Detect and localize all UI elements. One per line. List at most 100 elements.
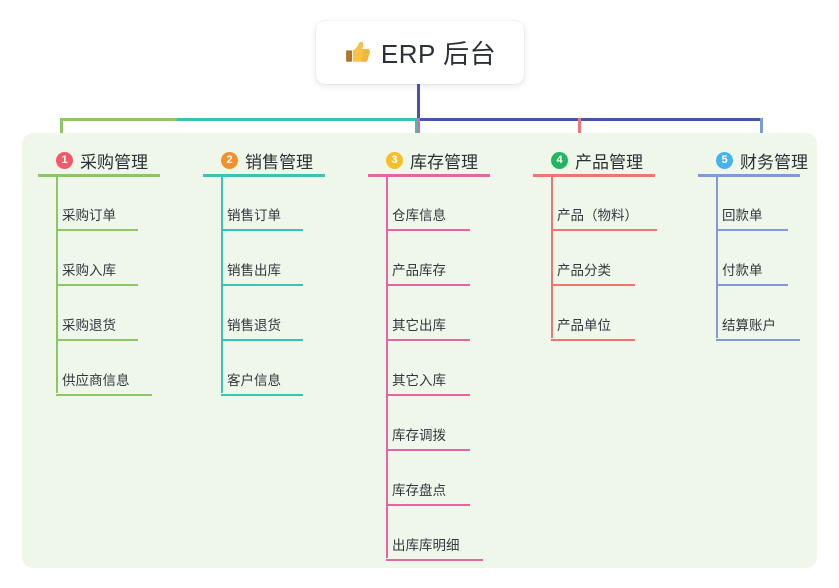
leaf-item[interactable]: 采购入库 xyxy=(56,259,138,286)
leaf-rule xyxy=(551,339,635,341)
column-产品管理: 4 产品管理产品（物料） 产品分类产品单位 xyxy=(533,133,683,568)
column-财务管理: 5 财务管理回款单付款单结算账户 xyxy=(698,133,828,568)
leaf-label: 回款单 xyxy=(722,208,763,223)
column-spine xyxy=(56,174,58,393)
column-header[interactable]: 4 产品管理 xyxy=(533,147,643,173)
thumbs-up-icon xyxy=(344,39,371,66)
leaf-rule xyxy=(716,339,800,341)
leaf-rule xyxy=(386,284,470,286)
leaf-item[interactable]: 其它出库 xyxy=(386,314,470,341)
leaf-label: 产品库存 xyxy=(392,263,446,278)
leaf-label: 销售订单 xyxy=(227,208,281,223)
column-header-rule xyxy=(533,174,655,177)
column-spine xyxy=(221,174,223,393)
leaf-rule xyxy=(551,229,657,231)
column-spine xyxy=(716,174,718,338)
leaf-label: 结算账户 xyxy=(722,318,776,333)
leaf-rule xyxy=(56,339,138,341)
leaf-item[interactable]: 产品（物料） xyxy=(551,204,657,231)
connector-drop xyxy=(578,118,581,144)
connector-drop xyxy=(760,118,763,144)
leaf-rule xyxy=(221,339,303,341)
leaf-label: 其它出库 xyxy=(392,318,446,333)
leaf-item[interactable]: 销售出库 xyxy=(221,259,303,286)
leaf-item[interactable]: 客户信息 xyxy=(221,369,303,396)
leaf-item[interactable]: 产品库存 xyxy=(386,259,470,286)
leaf-label: 采购退货 xyxy=(62,318,116,333)
column-header-rule xyxy=(38,174,160,177)
leaf-rule xyxy=(386,504,470,506)
leaf-label: 库存调拨 xyxy=(392,428,446,443)
column-index-badge: 2 xyxy=(221,151,238,169)
leaf-item[interactable]: 产品单位 xyxy=(551,314,635,341)
leaf-label: 客户信息 xyxy=(227,373,281,388)
leaf-item[interactable]: 仓库信息 xyxy=(386,204,470,231)
leaf-label: 销售退货 xyxy=(227,318,281,333)
leaf-item[interactable]: 采购订单 xyxy=(56,204,138,231)
connector-drop xyxy=(60,118,63,144)
leaf-label: 供应商信息 xyxy=(62,373,130,388)
column-spine xyxy=(386,174,388,558)
leaf-rule xyxy=(221,229,303,231)
leaf-rule xyxy=(386,229,470,231)
leaf-rule xyxy=(56,394,152,396)
connector-segment xyxy=(177,118,417,121)
column-header[interactable]: 1 采购管理 xyxy=(38,147,148,173)
leaf-rule xyxy=(56,284,138,286)
leaf-item[interactable]: 库存调拨 xyxy=(386,424,470,451)
leaf-rule xyxy=(551,284,635,286)
column-销售管理: 2 销售管理销售订单销售出库销售退货客户信息 xyxy=(203,133,353,568)
leaf-rule xyxy=(221,284,303,286)
connector-segment xyxy=(417,118,762,121)
leaf-rule xyxy=(221,394,303,396)
leaf-label: 产品分类 xyxy=(557,263,611,278)
leaf-label: 采购订单 xyxy=(62,208,116,223)
leaf-label: 库存盘点 xyxy=(392,483,446,498)
leaf-label: 付款单 xyxy=(722,263,763,278)
leaf-item[interactable]: 供应商信息 xyxy=(56,369,152,396)
leaf-rule xyxy=(716,284,788,286)
leaf-item[interactable]: 产品分类 xyxy=(551,259,635,286)
leaf-item[interactable]: 其它入库 xyxy=(386,369,470,396)
leaf-label: 其它入库 xyxy=(392,373,446,388)
column-header[interactable]: 5 财务管理 xyxy=(698,147,808,173)
column-title: 销售管理 xyxy=(245,152,313,172)
leaf-label: 出库库明细 xyxy=(392,538,460,553)
leaf-label: 销售出库 xyxy=(227,263,281,278)
leaf-item[interactable]: 付款单 xyxy=(716,259,788,286)
leaf-rule xyxy=(386,339,470,341)
leaf-rule xyxy=(386,449,470,451)
leaf-item[interactable]: 采购退货 xyxy=(56,314,138,341)
connector-segment xyxy=(60,118,177,121)
leaf-label: 仓库信息 xyxy=(392,208,446,223)
leaf-item[interactable]: 库存盘点 xyxy=(386,479,470,506)
root-title: ERP 后台 xyxy=(380,39,497,69)
column-title: 财务管理 xyxy=(740,152,808,172)
column-title: 采购管理 xyxy=(80,152,148,172)
leaf-item[interactable]: 出库库明细 xyxy=(386,534,483,561)
column-header-rule xyxy=(203,174,325,177)
column-header[interactable]: 2 销售管理 xyxy=(203,147,313,173)
column-title: 库存管理 xyxy=(410,152,478,172)
column-index-badge: 1 xyxy=(56,151,73,169)
connector-drop xyxy=(417,118,420,144)
column-index-badge: 5 xyxy=(716,151,733,169)
leaf-item[interactable]: 销售退货 xyxy=(221,314,303,341)
columns-panel: 1 采购管理采购订单采购入库采购退货供应商信息 2 销售管理销售订单销售出库销售退货客… xyxy=(22,133,817,568)
column-index-badge: 4 xyxy=(551,151,568,169)
leaf-rule xyxy=(386,394,470,396)
leaf-item[interactable]: 结算账户 xyxy=(716,314,800,341)
column-spine xyxy=(551,174,553,338)
leaf-label: 产品（物料） xyxy=(557,208,638,223)
leaf-label: 产品单位 xyxy=(557,318,611,333)
column-header-rule xyxy=(698,174,800,177)
column-title: 产品管理 xyxy=(575,152,643,172)
leaf-rule xyxy=(386,559,483,561)
leaf-item[interactable]: 销售订单 xyxy=(221,204,303,231)
root-node[interactable]: ERP 后台 xyxy=(316,21,524,84)
connector-drop xyxy=(415,118,418,144)
leaf-item[interactable]: 回款单 xyxy=(716,204,788,231)
